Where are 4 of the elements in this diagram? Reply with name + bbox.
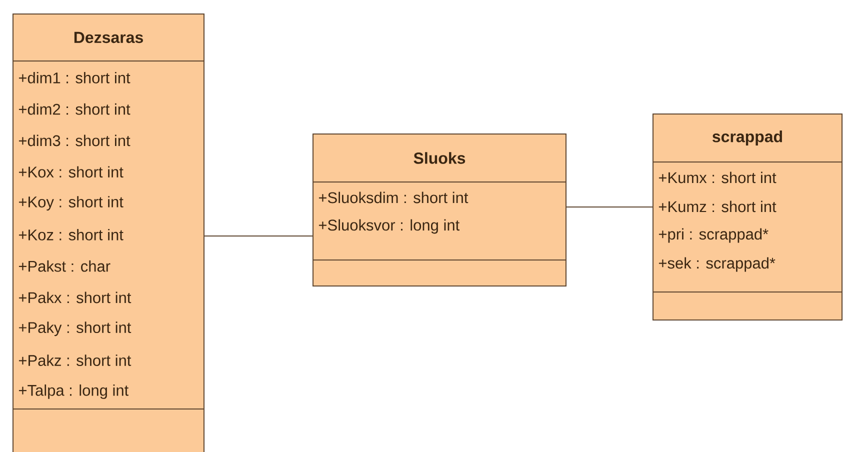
- class-box: Sluoks +Sluoksdim : short int +Sluoksvor : long int: [312, 134, 566, 286]
- association-line: [566, 206, 653, 208]
- class-box: Dezsaras +dim1 : short int +dim2 : short int +dim3 : short int +Kox : short int +Koy : short int +Koz : short int +Pakst : char +Pakx : short int +Paky : short int +Pakz : short int +Talpa : long int: [12, 14, 204, 452]
- class-box: scrappad +Kumx : short int +Kumz : short int +pri : scrappad* +sek : scrappad*: [652, 114, 842, 320]
